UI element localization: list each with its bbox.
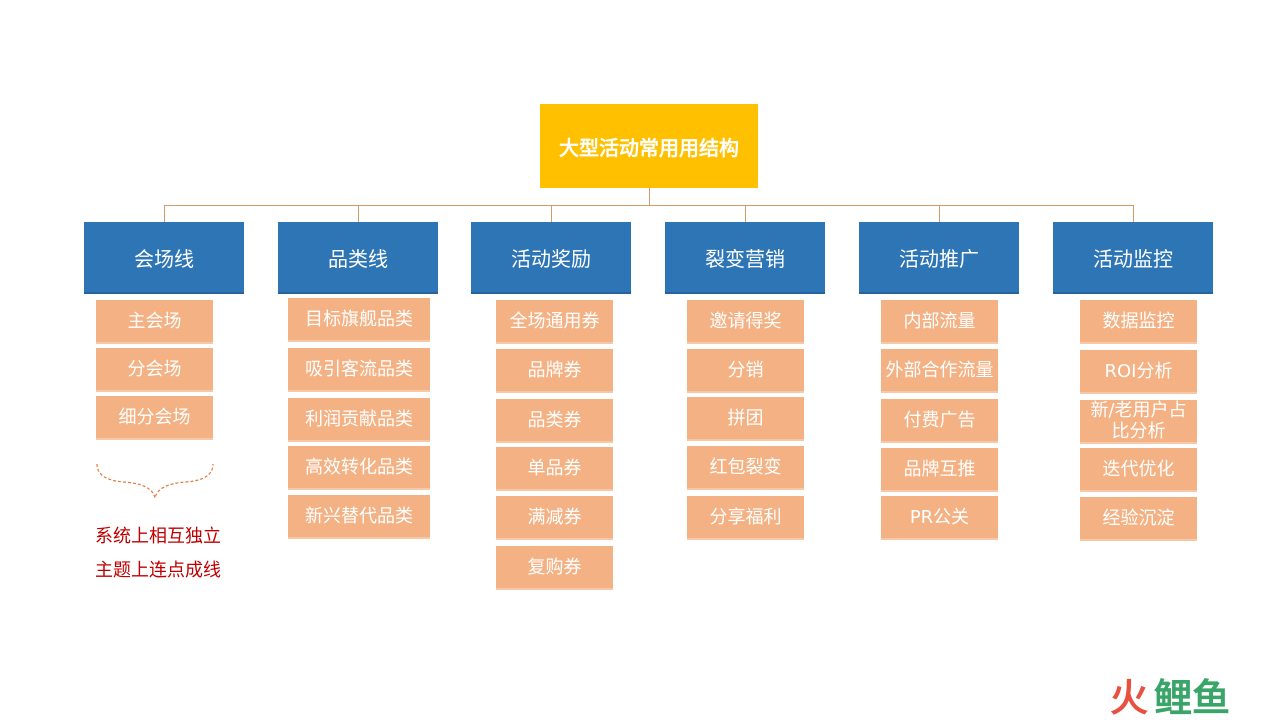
curly-brace-icon — [96, 463, 214, 499]
branch-connector — [939, 205, 940, 222]
item-node: 红包裂变 — [687, 446, 804, 490]
item-node: 满减券 — [496, 496, 613, 540]
item-node: 目标旗舰品类 — [288, 298, 430, 342]
logo-fire-text: 火 — [1110, 675, 1149, 720]
category-node-product: 品类线 — [278, 222, 438, 294]
category-node-venue: 会场线 — [84, 222, 244, 294]
item-node: 经验沉淀 — [1080, 497, 1197, 541]
category-node-promotion: 活动推广 — [859, 222, 1019, 294]
item-node: 外部合作流量 — [881, 349, 998, 393]
logo-fish-text: 鲤鱼 — [1154, 675, 1231, 720]
item-node: 主会场 — [96, 300, 213, 344]
branch-connector — [164, 205, 165, 222]
brand-logo: 火 鲤鱼 — [1110, 670, 1231, 720]
item-node: 单品券 — [496, 447, 613, 491]
note-text: 系统上相互独立 — [95, 526, 221, 547]
item-node: 吸引客流品类 — [288, 348, 430, 392]
category-node-viral: 裂变营销 — [665, 222, 825, 294]
branch-connector — [551, 205, 552, 222]
item-node: 高效转化品类 — [288, 446, 430, 490]
item-node: 内部流量 — [881, 300, 998, 344]
item-node: 分会场 — [96, 348, 213, 392]
item-node: 新/老用户占比分析 — [1080, 400, 1197, 444]
item-node: 全场通用券 — [496, 300, 613, 344]
item-node: 品牌互推 — [881, 448, 998, 492]
item-node: 品类券 — [496, 399, 613, 443]
branch-connector — [358, 205, 359, 222]
branch-connector — [745, 205, 746, 222]
root-connector — [649, 188, 650, 206]
item-node: 品牌券 — [496, 349, 613, 393]
item-node: 分享福利 — [687, 496, 804, 540]
note-text: 主题上连点成线 — [95, 560, 221, 581]
horizontal-connector — [164, 205, 1133, 206]
item-node: 拼团 — [687, 397, 804, 441]
root-node: 大型活动常用用结构 — [540, 104, 758, 188]
item-node: 迭代优化 — [1080, 448, 1197, 492]
item-node: 邀请得奖 — [687, 300, 804, 344]
item-node: 复购券 — [496, 546, 613, 590]
category-node-monitoring: 活动监控 — [1053, 222, 1213, 294]
item-node: 付费广告 — [881, 399, 998, 443]
item-node: 细分会场 — [96, 396, 213, 440]
item-node: 数据监控 — [1080, 300, 1197, 344]
branch-connector — [1133, 205, 1134, 222]
item-node: PR公关 — [881, 496, 998, 540]
item-node: 分销 — [687, 349, 804, 393]
item-node: 新兴替代品类 — [288, 495, 430, 539]
category-node-reward: 活动奖励 — [471, 222, 631, 294]
item-node: ROI分析 — [1080, 350, 1197, 394]
item-node: 利润贡献品类 — [288, 398, 430, 442]
